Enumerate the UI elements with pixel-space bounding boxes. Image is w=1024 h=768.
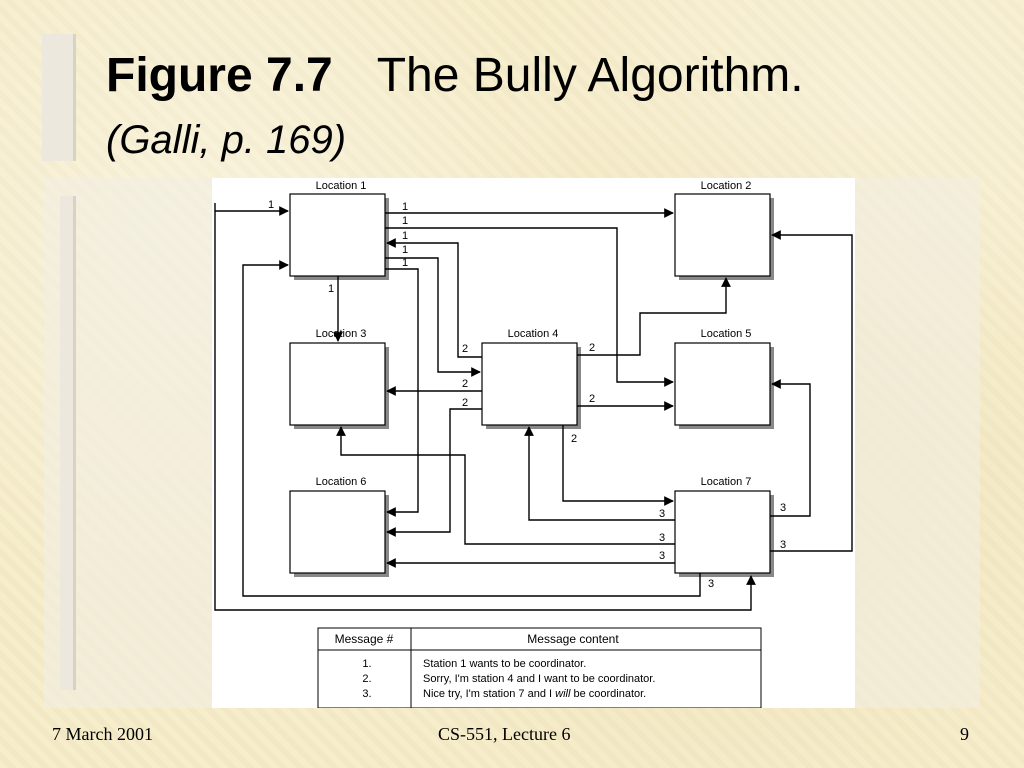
location-1-label: Location 1 [316,180,367,192]
msg-label: 2 [462,397,468,409]
arrow-msg2-l4-to-l7 [562,425,674,506]
table-row-2-content: Sorry, I'm station 4 and I want to be co… [423,673,655,685]
location-4-label: Location 4 [508,328,559,340]
location-4-node: Location 4 [481,328,581,429]
table-row-3-content: Nice try, I'm station 7 and I will be co… [423,688,646,700]
msg-label: 3 [708,578,714,590]
msg-label: 1 [402,244,408,256]
msg-label: 1 [268,199,274,211]
message-number-labels: 1 1 1 1 1 1 1 2 2 2 2 2 2 3 3 3 3 3 3 [268,199,786,590]
table-header-message-number: Message # [335,632,394,646]
msg-label: 3 [780,539,786,551]
location-5-node: Location 5 [674,328,774,429]
accent-bar-top [42,34,76,161]
footer-page-number: 9 [960,724,969,744]
msg-label: 2 [462,378,468,390]
arrow-loop-into-l7 [214,203,756,611]
arrow-msg3-l7-to-l1 [242,260,701,597]
msg-label: 3 [659,508,665,520]
msg-label: 1 [328,283,334,295]
figure-number: Figure 7.7 [106,49,333,102]
arrow-msg2-l4-to-l1 [386,238,482,358]
table-row-1-number: 1. [362,658,371,670]
slide-subtitle: (Galli, p. 169) [106,118,347,162]
accent-bar-left [60,196,76,690]
location-3-label: Location 3 [316,328,367,340]
location-7-node: Location 7 [674,476,774,577]
location-1-node: Location 1 [289,180,389,280]
arrow-msg3-l7-to-l2 [770,230,853,552]
arrow-msg3-l7-to-l3 [336,426,675,545]
message-table: Message # Message content 1. Station 1 w… [317,627,762,709]
location-6-node: Location 6 [289,476,389,577]
msg-label: 2 [571,433,577,445]
footer-date: 7 March 2001 [52,724,153,744]
figure-caption: The Bully Algorithm. [376,49,804,102]
arrow-msg1-l1-to-l4 [385,257,481,377]
bully-algorithm-figure: Location 1 Location 2 Location 3 Locatio… [212,178,855,709]
msg-label: 3 [659,532,665,544]
msg-label: 1 [402,201,408,213]
location-3-node: Location 3 [289,328,389,429]
location-7-label: Location 7 [701,476,752,488]
footer-course: CS-551, Lecture 6 [438,724,571,744]
message-arrows [214,203,853,611]
location-2-node: Location 2 [674,180,774,280]
msg-label: 2 [462,343,468,355]
bully-diagram: Location 1 Location 2 Location 3 Locatio… [214,180,853,709]
msg-label: 2 [589,393,595,405]
arrow-msg2-l4-to-l2 [577,277,731,356]
location-5-label: Location 5 [701,328,752,340]
table-row-1-content: Station 1 wants to be coordinator. [423,658,586,670]
slide-title: Figure 7.7 The Bully Algorithm. [106,48,804,104]
msg-label: 1 [402,215,408,227]
location-2-label: Location 2 [701,180,752,192]
table-row-2-number: 2. [362,673,371,685]
arrow-msg1-l1-to-l5 [385,227,674,387]
msg-label: 3 [780,502,786,514]
msg-label: 3 [659,550,665,562]
table-header-message-content: Message content [527,632,619,646]
msg-label: 1 [402,230,408,242]
msg-label: 1 [402,257,408,269]
arrow-msg2-l4-to-l6 [386,408,482,537]
msg-label: 2 [589,342,595,354]
location-6-label: Location 6 [316,476,367,488]
arrow-msg3-l7-to-l4 [524,426,675,521]
table-row-3-number: 3. [362,688,371,700]
arrow-msg3-l7-to-l5 [770,379,811,517]
